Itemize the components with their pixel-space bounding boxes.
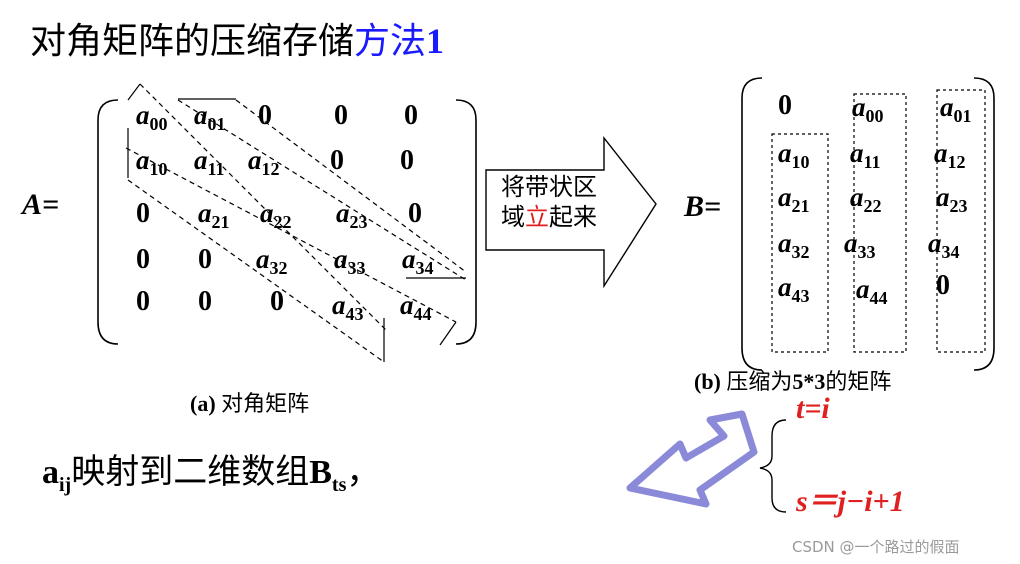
matrix-b-left-paren [741,77,763,371]
matrix-b-cell-a11: a11 [850,138,881,172]
matrix-a-cell-a34: a34 [402,244,434,278]
matrix-a-cell-a32: a32 [256,244,288,278]
right-arrow-shape [485,135,657,289]
matrix-a-cell-a21: a21 [198,198,230,232]
arrow-text-line1: 将带状区 [501,173,597,201]
page-title: 对角矩阵的压缩存储方法1 [30,12,444,64]
matrix-b-cell-a22: a22 [850,182,882,216]
matrix-a-zero: 0 [198,244,212,275]
band-solid-edges [127,83,466,362]
formula-s: s＝j−i+1 [796,485,905,518]
matrix-a-cell-a01: a01 [194,100,226,134]
matrix-a-label: A= [22,188,60,221]
matrix-a-left-paren [97,99,119,345]
matrix-a-right-paren [455,99,477,345]
matrix-a-zero: 0 [408,198,422,229]
matrix-a-zero: 0 [136,244,150,275]
matrix-a-zero: 0 [270,286,284,317]
matrix-a-zero: 0 [198,286,212,317]
matrix-b-cell-a33: a33 [844,228,876,262]
matrix-a-cell-a43: a43 [332,290,364,324]
matrix-b-cell-a01: a01 [940,92,972,126]
band-dashed-lines [125,83,467,363]
title-highlight: 方法 [354,21,427,62]
matrix-a-zero: 0 [334,100,348,131]
title-prefix: 对角矩阵的压缩存储 [30,21,355,62]
matrix-b-column-boxes [771,89,986,353]
matrix-b-cell-a21: a21 [778,182,810,216]
matrix-a-cell-a22: a22 [260,198,292,232]
mapping-sentence: aij映射到二维数组Bts， [42,452,381,496]
matrix-b-cell-a32: a32 [778,228,810,262]
matrix-b-cell-a12: a12 [934,138,966,172]
matrix-b-zero: 0 [778,90,792,121]
matrix-b-label: B= [684,190,722,223]
matrix-a-cell-a00: a00 [136,100,168,134]
matrix-b-cell-a10: a10 [778,138,810,172]
matrix-b-caption: (b) 压缩为5*3的矩阵 [694,369,892,394]
matrix-a-cell-a12: a12 [248,145,280,179]
matrix-b-cell-a00: a00 [852,92,884,126]
matrix-a-cell-a33: a33 [334,244,366,278]
matrix-b-cell-a34: a34 [928,228,960,262]
formula-brace [759,419,787,513]
matrix-a-cell-a23: a23 [336,198,368,232]
matrix-a-cell-a44: a44 [400,290,432,324]
matrix-a-cell-a11: a11 [194,145,225,179]
matrix-b-right-paren [973,77,995,371]
formula-t: t=i [796,392,830,425]
matrix-a-zero: 0 [404,100,418,131]
arrow-text-line2: 域立起来 [501,203,597,231]
matrix-b-cell-a23: a23 [936,182,968,216]
watermark: CSDN @一个路过的假面 [792,538,960,556]
matrix-a-zero: 0 [136,286,150,317]
matrix-a-cell-a10: a10 [136,145,168,179]
matrix-b-zero: 0 [936,270,950,301]
matrix-a-zero: 0 [400,145,414,176]
matrix-a-caption: (a) 对角矩阵 [190,391,310,416]
matrix-a-zero: 0 [330,145,344,176]
title-number: 1 [426,21,445,61]
back-arrow-shape [626,410,758,508]
matrix-b-cell-a43: a43 [778,272,810,306]
matrix-a-zero: 0 [136,198,150,229]
matrix-b-cell-a44: a44 [856,274,888,308]
matrix-a-zero: 0 [258,100,272,131]
right-arrow-label: 将带状区 域立起来 [490,172,608,232]
